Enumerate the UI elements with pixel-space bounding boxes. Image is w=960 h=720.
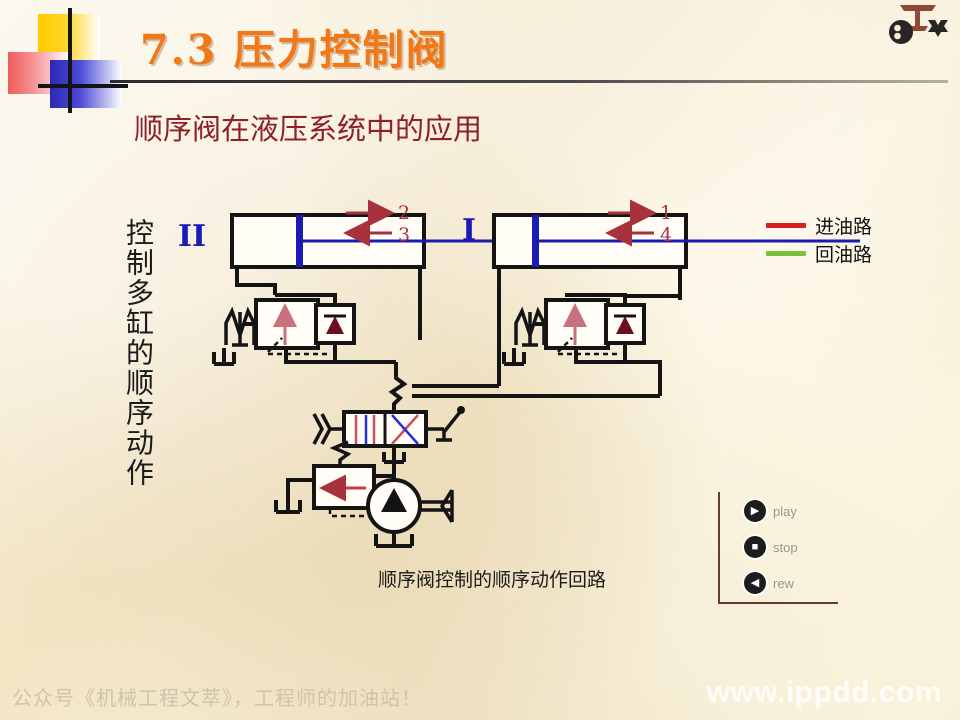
legend-label-inlet: 进油路 <box>815 215 873 238</box>
cylinder-II: 2 3 II <box>178 199 630 269</box>
rewind-label: rew <box>773 575 794 591</box>
media-button-play[interactable]: ▶ play <box>744 500 797 522</box>
rewind-icon[interactable]: ◀ <box>744 572 766 594</box>
piping-left-valve-group <box>212 293 398 372</box>
check-valve-left <box>314 303 356 345</box>
page-title: 7.3 压力控制阀 <box>140 26 449 74</box>
legend-swatch-inlet <box>766 222 806 228</box>
legend-swatch-return <box>766 250 806 256</box>
media-button-rew[interactable]: ◀ rew <box>744 572 794 594</box>
page-subtitle: 顺序阀在液压系统中的应用 <box>134 112 483 146</box>
legend: 进油路 回油路 <box>766 212 872 268</box>
legend-item-return: 回油路 <box>766 240 872 266</box>
circuit-caption: 顺序阀控制的顺序动作回路 <box>378 569 607 591</box>
decorative-logo-block <box>8 8 128 113</box>
cylinder-I-roman-label: I <box>462 213 476 248</box>
watermark-left: 公众号《机械工程文萃》，工程师的加油站！ <box>12 686 422 710</box>
directional-control-valve <box>312 406 465 464</box>
play-icon[interactable]: ▶ <box>744 500 766 522</box>
cylinder-II-roman-label: II <box>178 219 206 254</box>
legend-item-inlet: 进油路 <box>766 212 872 238</box>
cylinder-I: 1 4 I <box>462 199 860 269</box>
media-control-panel: ▶ play ■ stop ◀ rew <box>712 492 842 612</box>
corner-emblem-icon <box>884 2 950 48</box>
media-button-stop[interactable]: ■ stop <box>744 536 798 558</box>
watermark-right: www.ippdd.com <box>706 676 942 709</box>
media-axis-horizontal <box>718 602 838 604</box>
cylinder-II-arrow-label-out: 2 <box>398 202 410 224</box>
stop-label: stop <box>773 539 798 555</box>
play-label: play <box>773 503 797 519</box>
media-axis-vertical <box>718 492 720 604</box>
hydraulic-pump <box>366 462 454 548</box>
main-pressure-line <box>388 372 499 412</box>
cylinder-I-arrow-label-out: 1 <box>660 202 672 224</box>
cylinder-I-arrow-label-in: 4 <box>660 224 672 246</box>
logo-cross-horizontal <box>38 84 128 88</box>
piping-right-valve-group <box>412 293 682 398</box>
vertical-caption: 控制多缸的顺序动作 <box>122 218 155 488</box>
piping-left-cylinder <box>235 267 422 340</box>
title-divider <box>110 80 948 83</box>
check-valve-right <box>604 303 646 345</box>
logo-cross-vertical <box>68 8 72 113</box>
legend-label-return: 回油路 <box>815 243 873 266</box>
cylinder-II-arrow-label-in: 3 <box>398 224 410 246</box>
stop-icon[interactable]: ■ <box>744 536 766 558</box>
